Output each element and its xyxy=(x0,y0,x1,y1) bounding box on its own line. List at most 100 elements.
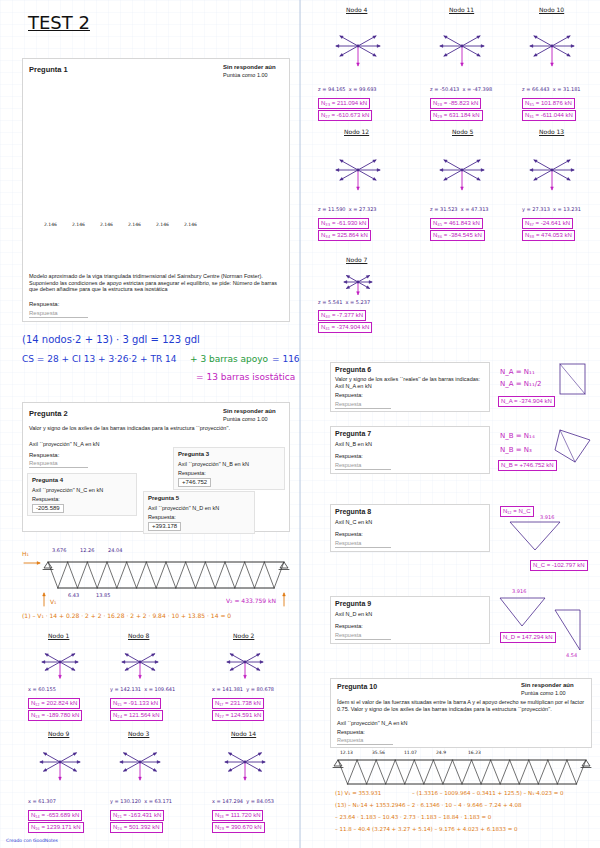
member-force xyxy=(347,282,358,288)
question-panel: Pregunta 1Sin responder aúnPuntúa como 1… xyxy=(22,58,290,322)
answer-field: Respuesta xyxy=(29,460,88,468)
result-text: N₁₄ = -653.689 kN xyxy=(31,812,79,819)
answer-field: Respuesta xyxy=(29,310,88,318)
truss-model xyxy=(338,760,348,784)
truss-model xyxy=(235,562,245,588)
result-text: N₃₃ = -61.930 kN xyxy=(321,220,366,227)
result-text: N_D = 147.294 kN xyxy=(503,634,553,641)
arrow-head xyxy=(357,292,360,295)
arrow-head xyxy=(227,661,230,664)
question-heading: Pregunta 7 xyxy=(335,430,371,438)
handwritten-note: 4.54 xyxy=(566,652,577,658)
node-heading: Nodo 14 xyxy=(231,730,256,737)
result-box: N₂₆ = 501.392 kN xyxy=(110,822,163,833)
handwritten-note: – 11.8 – 40.4 (3.274 + 3.27 + 5.14) – 9.… xyxy=(335,826,518,833)
arrow-head xyxy=(44,753,47,756)
support-symbol xyxy=(334,760,342,766)
handwritten-note: N_A = N₁₁/2 xyxy=(500,380,542,388)
result-text: N₄₁ = -374.904 kN xyxy=(321,324,369,331)
handwritten-note: x = 141.381 y = 80.678 xyxy=(212,686,274,692)
truss-model xyxy=(557,760,567,784)
question-text: Puntúa como 1.00 xyxy=(521,690,566,697)
member-force xyxy=(229,762,245,771)
arrow-head xyxy=(153,753,156,756)
node-load xyxy=(462,46,463,66)
member-force xyxy=(45,662,60,670)
triangle-sketch xyxy=(500,598,545,626)
truss-model xyxy=(424,760,434,784)
node-heading: Nodo 9 xyxy=(48,730,69,737)
arrow-head xyxy=(230,668,233,671)
arrow-head xyxy=(59,777,62,780)
member-force xyxy=(245,662,263,663)
support-symbol xyxy=(44,562,52,568)
arrow-head xyxy=(477,53,480,56)
sub-question-panel: Pregunta 4Axil ``proyección'' N_C en kNR… xyxy=(27,473,137,516)
truss-model xyxy=(376,760,386,784)
handwritten-note: N_A = N₁₁ xyxy=(500,368,535,376)
member-force xyxy=(444,46,462,56)
result-box: N_D = 147.294 kN xyxy=(500,632,556,643)
result-text: N₂₄ = 121.564 kN xyxy=(113,712,160,719)
node-load xyxy=(358,46,359,66)
arrow-head xyxy=(42,661,45,664)
member-force xyxy=(358,170,380,171)
result-text: N₂₆ = 501.392 kN xyxy=(113,824,160,831)
truss-model xyxy=(491,760,501,784)
arrow-head xyxy=(366,286,369,289)
support-symbol xyxy=(581,767,591,768)
question-text: Axil ``proyección'' N_A en kN xyxy=(337,720,408,727)
arrow-head xyxy=(37,562,40,565)
handwritten-note: 3.916 xyxy=(512,588,526,594)
support-symbol xyxy=(279,569,289,570)
arrow-head xyxy=(530,45,533,48)
member-force xyxy=(125,662,140,670)
arrow-head xyxy=(530,169,533,172)
handwritten-note: – 23.64 · 1.183 – 10.43 · 2.73 · 1.183 –… xyxy=(335,814,491,821)
result-box: N_C = -102.797 kN xyxy=(530,560,588,571)
truss-model xyxy=(567,760,577,784)
arrow-head xyxy=(534,160,537,163)
result-box: N₁₂ = 202.824 kN xyxy=(28,698,80,709)
arrow-head xyxy=(567,36,570,39)
page-title: TEST 2 xyxy=(28,12,90,34)
question-panel: Pregunta 2Sin responder aúnPuntúa como 1… xyxy=(22,402,290,532)
result-box: N₄₁ = -374.904 kN xyxy=(318,322,372,333)
question-text: Respuesta: xyxy=(29,452,59,459)
question-text: Respuesta: xyxy=(335,623,363,630)
truss-model xyxy=(348,760,358,784)
member-force xyxy=(120,762,140,763)
result-box: N₂₃ = 211.094 kN xyxy=(318,98,370,109)
truss-model xyxy=(529,760,539,784)
member-force xyxy=(462,46,480,56)
dimension-label: 24.9 xyxy=(436,750,446,755)
arrow-head xyxy=(373,36,376,39)
member-force xyxy=(347,276,358,282)
arrow-head xyxy=(461,63,464,66)
reaction-arrow xyxy=(44,593,45,606)
member-force xyxy=(60,654,75,662)
node-heading: Nodo 7 xyxy=(346,256,367,263)
result-box: N₁₆ = 1239.171 kN xyxy=(28,822,84,833)
member-force xyxy=(534,160,552,170)
question-text: Sin responder aún xyxy=(521,682,574,689)
joint-dot xyxy=(461,169,464,172)
question-heading: Pregunta 1 xyxy=(29,65,68,74)
question-text: Valor y signo de los axiles de las barra… xyxy=(29,425,285,432)
arrow-head xyxy=(440,169,443,172)
arrow-head xyxy=(551,187,554,190)
pyramid-sketch xyxy=(560,430,575,462)
support-symbol xyxy=(582,760,590,766)
arrow-head xyxy=(73,753,76,756)
arrow-head xyxy=(125,654,128,657)
node-heading: Nodo 13 xyxy=(539,128,564,135)
handwritten-note: = 13 barras isostática xyxy=(196,372,295,383)
arrow-head xyxy=(125,668,128,671)
handwritten-note: 6.43 xyxy=(68,592,79,598)
handwritten-note: N_B = N₁₄ xyxy=(500,432,535,440)
dimension-label: 35.56 xyxy=(372,750,385,755)
joint-dot xyxy=(551,45,554,48)
handwritten-note: y = 27.313 x = 13.231 xyxy=(522,206,581,212)
